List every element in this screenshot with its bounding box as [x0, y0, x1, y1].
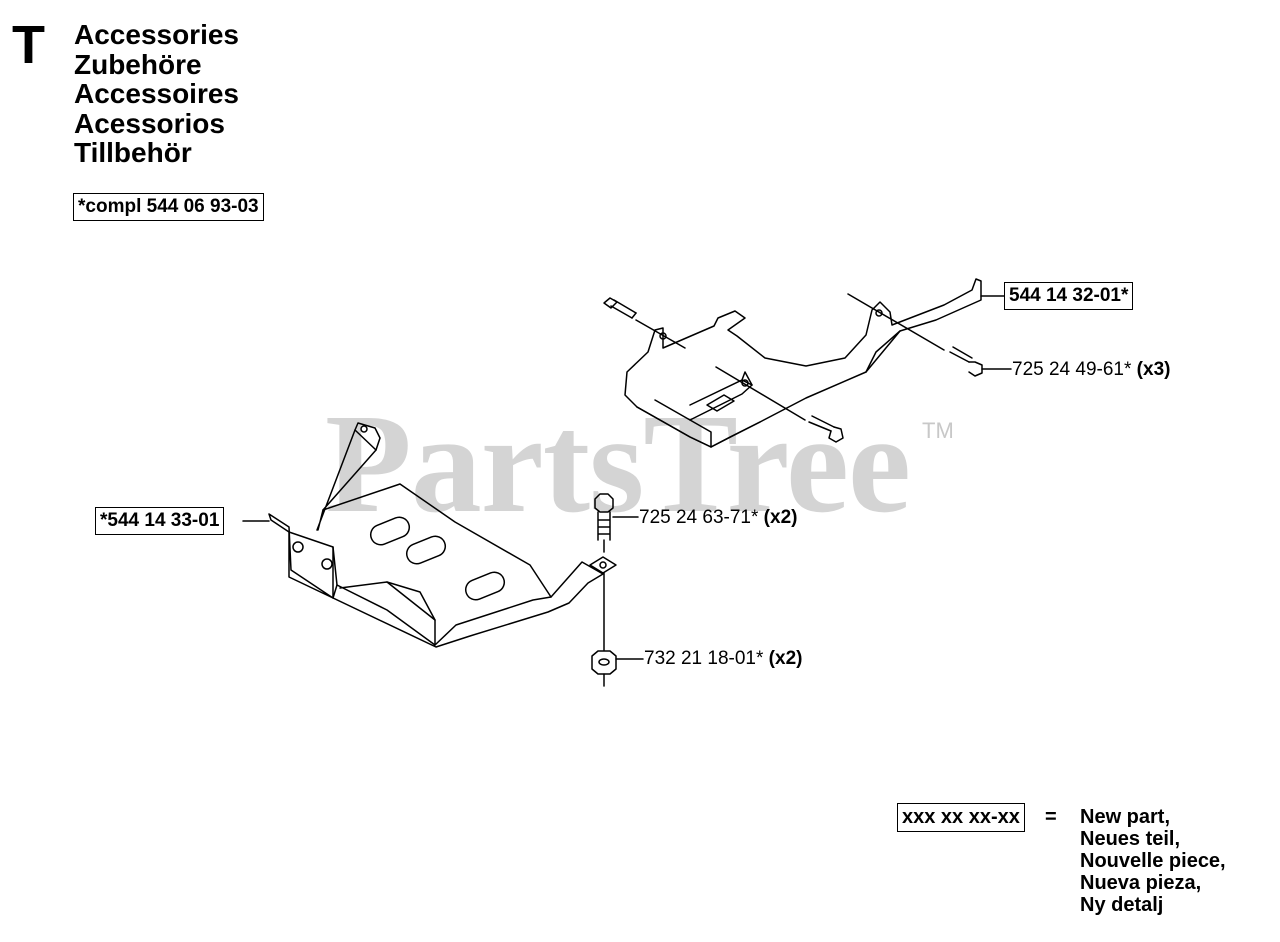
title-portuguese: Acessorios — [74, 107, 225, 139]
part-number: 725 24 49-61* — [1012, 359, 1132, 380]
legend-text: New part, Neues teil, Nouvelle piece, Nu… — [1080, 806, 1226, 916]
title-english: Accessories — [74, 19, 240, 50]
legend-line-swedish: Ny detalj — [1080, 894, 1164, 916]
title-swedish: Tillbehör — [74, 137, 192, 169]
right-bracket-drawing — [603, 278, 1012, 448]
complete-kit-label[interactable]: *compl 544 06 93-03 — [73, 193, 264, 221]
quantity: (x2) — [768, 648, 803, 669]
title-german: Zubehöre — [74, 48, 202, 80]
center-fastener-drawing — [589, 493, 644, 687]
part-label-544-14-33-01[interactable]: *544 14 33-01 — [95, 507, 225, 535]
callout-732-21-18-01[interactable]: 732 21 18-01* (x2) — [644, 648, 802, 670]
watermark-tm: TM — [922, 418, 954, 443]
title-french: Accessoires — [74, 78, 240, 110]
legend-equals: = — [1045, 806, 1057, 828]
part-number: 732 21 18-01* — [644, 648, 764, 669]
watermark: PartsTree — [325, 384, 911, 542]
callout-725-24-63-71[interactable]: 725 24 63-71* (x2) — [639, 507, 797, 529]
part-label-544-14-32-01[interactable]: 544 14 32-01* — [1004, 282, 1134, 310]
part-number: 725 24 63-71* — [639, 507, 759, 528]
callout-725-24-49-61[interactable]: 725 24 49-61* (x3) — [1012, 359, 1170, 381]
legend-line-spanish: Nueva pieza, — [1080, 872, 1202, 894]
legend-line-english: New part, — [1080, 806, 1171, 828]
legend-line-french: Nouvelle piece, — [1080, 850, 1226, 872]
legend-line-german: Neues teil, — [1080, 828, 1181, 850]
section-letter: T — [12, 15, 45, 75]
quantity: (x2) — [763, 507, 798, 528]
left-bracket-drawing — [242, 422, 604, 648]
section-titles: Accessories Zubehöre Accessoires Acessor… — [74, 20, 239, 168]
legend-sample-box: xxx xx xx-xx — [897, 803, 1025, 832]
quantity: (x3) — [1136, 359, 1171, 380]
